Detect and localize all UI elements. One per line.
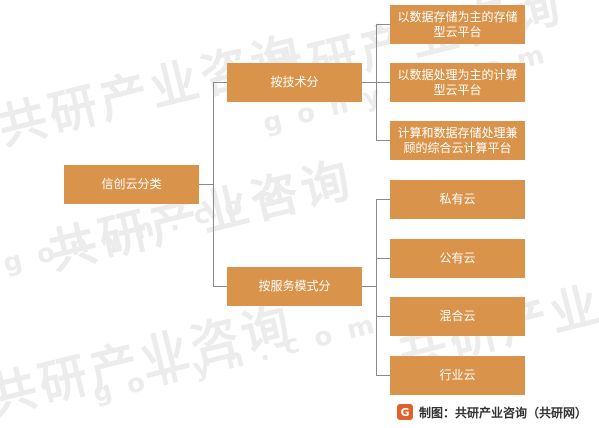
- connector-line: [213, 82, 227, 83]
- leaf-node-private-cloud: 私有云: [390, 180, 525, 219]
- connector-line: [376, 258, 390, 259]
- connector-line: [362, 82, 376, 83]
- connector-line: [376, 199, 390, 200]
- watermark-text: 共研产业咨询: [42, 151, 360, 281]
- watermark-text: 共研产业咨询: [0, 296, 300, 426]
- brand-logo-icon: G: [397, 404, 413, 420]
- connector-line: [362, 286, 376, 287]
- leaf-node-industry-cloud: 行业云: [390, 356, 525, 395]
- root-node: 信创云分类: [64, 165, 199, 204]
- branch-node-technology: 按技术分: [227, 63, 362, 102]
- connector-line: [213, 82, 214, 287]
- leaf-node-integrated-cloud: 计算和数据存储处理兼顾的综合云计算平台: [390, 121, 525, 160]
- connector-line: [376, 316, 390, 317]
- connector-line: [376, 82, 390, 83]
- leaf-node-public-cloud: 公有云: [390, 239, 525, 278]
- leaf-node-hybrid-cloud: 混合云: [390, 297, 525, 336]
- branch-node-service-model: 按服务模式分: [227, 267, 362, 306]
- source-credit-text: 制图：共研产业咨询（共研网）: [419, 405, 588, 420]
- watermark-url: gonyn.com: [90, 306, 393, 410]
- connector-line: [199, 184, 213, 185]
- connector-line: [376, 199, 377, 375]
- connector-line: [376, 375, 390, 376]
- leaf-node-compute-cloud: 以数据处理为主的计算型云平台: [390, 63, 525, 102]
- connector-line: [213, 286, 227, 287]
- leaf-node-storage-cloud: 以数据存储为主的存储型云平台: [390, 5, 525, 44]
- connector-line: [376, 140, 390, 141]
- source-credit: G 制图：共研产业咨询（共研网）: [397, 403, 587, 421]
- connector-line: [376, 24, 390, 25]
